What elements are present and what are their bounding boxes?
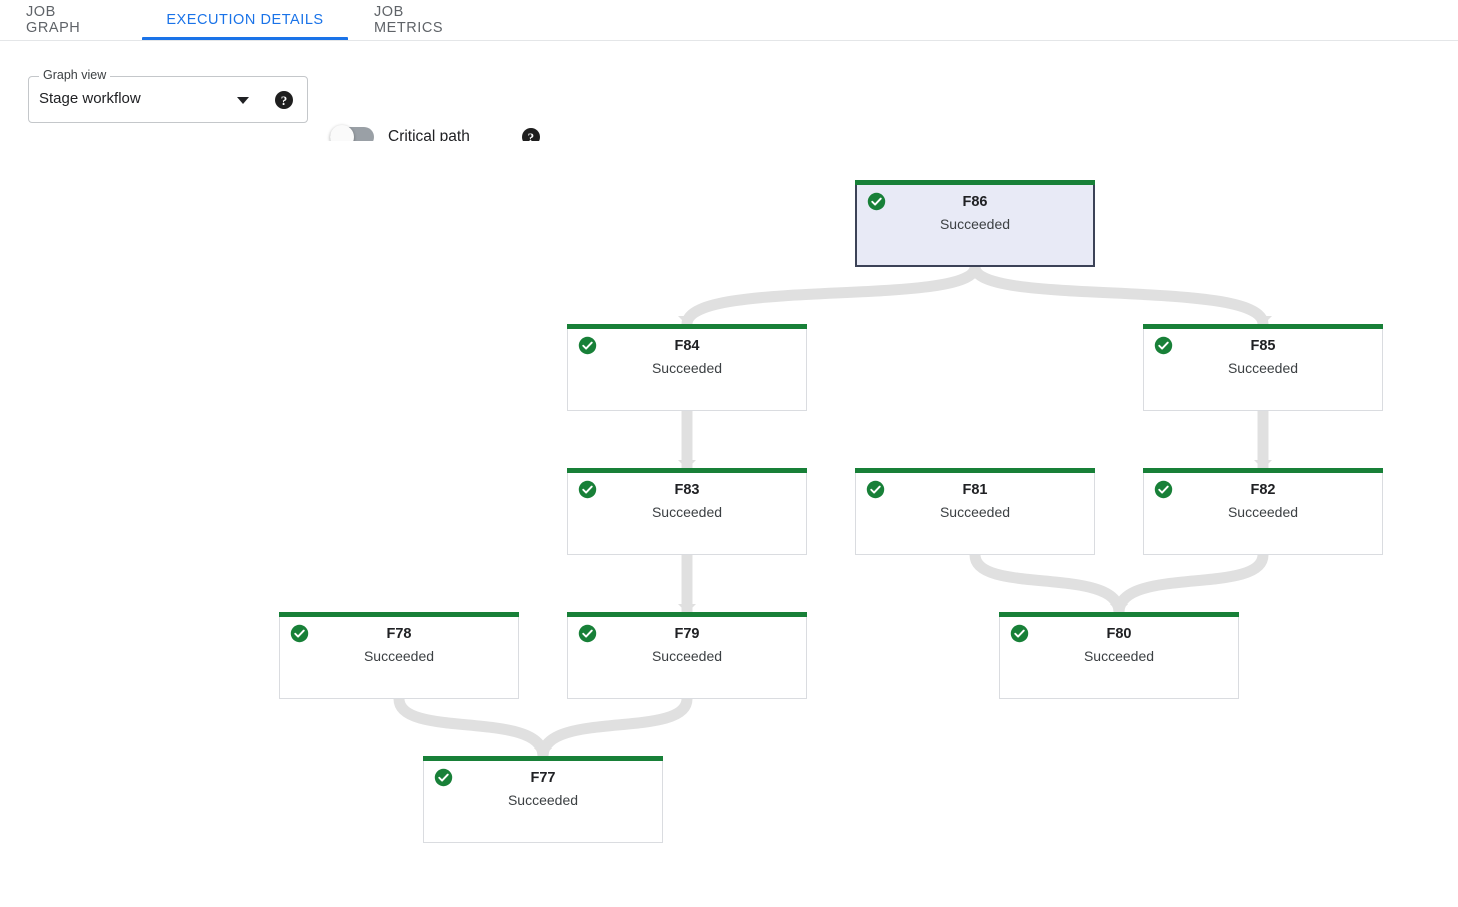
- graph-view-value: Stage workflow: [39, 90, 141, 107]
- node-title: F81: [962, 482, 988, 498]
- graph-view-select[interactable]: Graph view Stage workflow ?: [28, 68, 308, 123]
- edge-arrowhead: [678, 604, 696, 613]
- edge-arrowhead: [678, 316, 696, 325]
- node-status-label: Succeeded: [651, 648, 723, 664]
- check-circle-icon: [290, 624, 309, 643]
- node-title: F77: [530, 770, 556, 786]
- node-status-bar: [1143, 324, 1383, 329]
- active-tab-indicator: [142, 37, 348, 40]
- check-circle-icon: [434, 768, 453, 787]
- edge-arrowhead: [534, 748, 552, 757]
- check-circle-icon: [867, 192, 886, 211]
- node-status-bar: [567, 468, 807, 473]
- node-status-label: Succeeded: [1227, 504, 1299, 520]
- check-circle-icon: [578, 624, 597, 643]
- node-title: F86: [962, 194, 988, 210]
- check-circle-icon: [578, 336, 597, 355]
- node-status-bar: [855, 180, 1095, 185]
- graph-view-label: Graph view: [39, 68, 111, 82]
- node-status-bar: [567, 324, 807, 329]
- check-circle-icon: [1154, 336, 1173, 355]
- node-title: F78: [386, 626, 412, 642]
- check-circle-icon: [1154, 480, 1173, 499]
- node-status-label: Succeeded: [651, 360, 723, 376]
- node-status-label: Succeeded: [939, 216, 1011, 232]
- edge-arrowhead: [1254, 460, 1272, 469]
- node-status-label: Succeeded: [507, 792, 579, 808]
- node-title: F84: [674, 338, 700, 354]
- graph-edge-f81-to-f80: [969, 549, 1125, 618]
- node-title: F83: [674, 482, 700, 498]
- node-title: F82: [1250, 482, 1276, 498]
- help-icon-graph-view[interactable]: ?: [275, 91, 293, 109]
- node-status-label: Succeeded: [1227, 360, 1299, 376]
- graph-edge-f82-to-f80: [1113, 549, 1269, 618]
- graph-edge-f86-to-f84: [681, 261, 981, 330]
- node-status-bar: [1143, 468, 1383, 473]
- graph-edge-f79-to-f77: [537, 693, 693, 762]
- tab-execution-details[interactable]: EXECUTION DETAILS: [142, 0, 348, 40]
- tab-job-graph[interactable]: JOB GRAPH: [10, 0, 130, 40]
- edge-arrowhead: [1254, 316, 1272, 325]
- node-status-label: Succeeded: [363, 648, 435, 664]
- controls-row: Graph view Stage workflow ? Critical pat…: [0, 41, 1458, 149]
- node-title: F79: [674, 626, 700, 642]
- tab-bar: JOB GRAPH EXECUTION DETAILS JOB METRICS: [0, 0, 1458, 41]
- tab-execution-details-label: EXECUTION DETAILS: [166, 12, 324, 28]
- node-status-bar: [999, 612, 1239, 617]
- graph-edge-f78-to-f77: [393, 693, 549, 762]
- check-circle-icon: [866, 480, 885, 499]
- graph-edges: [393, 261, 1272, 762]
- graph-edge-f86-to-f85: [969, 261, 1269, 330]
- edge-arrowhead: [678, 460, 696, 469]
- node-status-label: Succeeded: [1083, 648, 1155, 664]
- tab-job-metrics-label: JOB METRICS: [374, 4, 444, 36]
- node-title: F85: [1250, 338, 1276, 354]
- node-status-bar: [423, 756, 663, 761]
- check-circle-icon: [1010, 624, 1029, 643]
- check-circle-icon: [578, 480, 597, 499]
- node-status-bar: [855, 468, 1095, 473]
- node-status-label: Succeeded: [651, 504, 723, 520]
- node-status-label: Succeeded: [939, 504, 1011, 520]
- edge-arrowhead: [1110, 604, 1128, 613]
- tab-job-graph-label: JOB GRAPH: [26, 4, 81, 36]
- node-title: F80: [1106, 626, 1132, 642]
- tab-job-metrics[interactable]: JOB METRICS: [358, 0, 492, 40]
- node-status-bar: [279, 612, 519, 617]
- critical-path-label: Critical path: [388, 128, 470, 145]
- chevron-down-icon[interactable]: [237, 97, 249, 104]
- node-status-bar: [567, 612, 807, 617]
